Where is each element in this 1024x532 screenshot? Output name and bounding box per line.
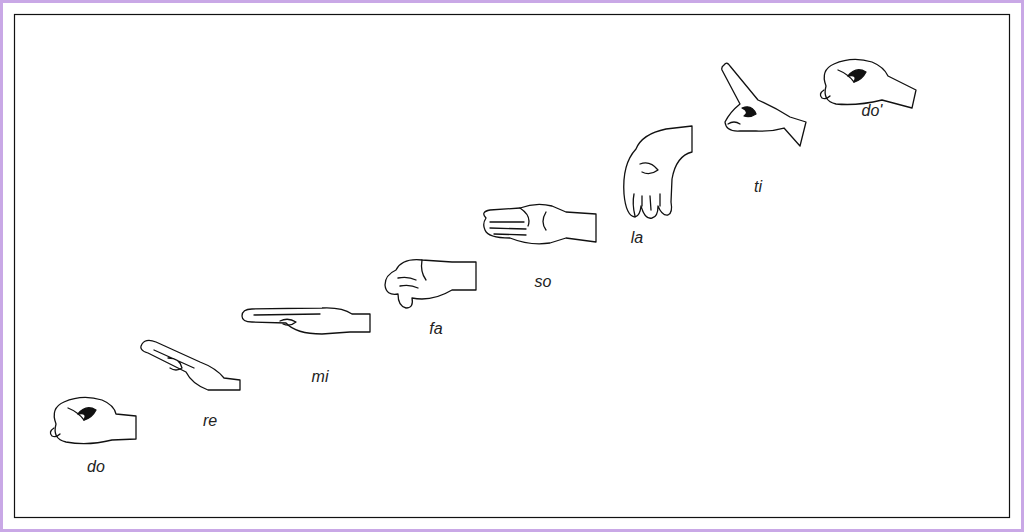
solfege-label: so (535, 273, 552, 291)
solfege-label: re (203, 412, 217, 430)
solfege-label: do (87, 458, 105, 476)
hand-sign (484, 204, 596, 243)
hand-sign (624, 126, 692, 218)
hand-sign (385, 260, 476, 308)
solfege-label: fa (429, 320, 442, 338)
frame (15, 15, 1010, 518)
hand-sign (722, 63, 806, 146)
hand-sign (50, 397, 136, 443)
hand-sign (141, 340, 240, 390)
solfege-label: do' (862, 102, 883, 120)
hand-sign (820, 59, 916, 108)
solfege-label: mi (312, 368, 329, 386)
solfege-label: la (631, 229, 643, 247)
solfege-label: ti (754, 178, 762, 196)
hand-sign (242, 308, 370, 334)
